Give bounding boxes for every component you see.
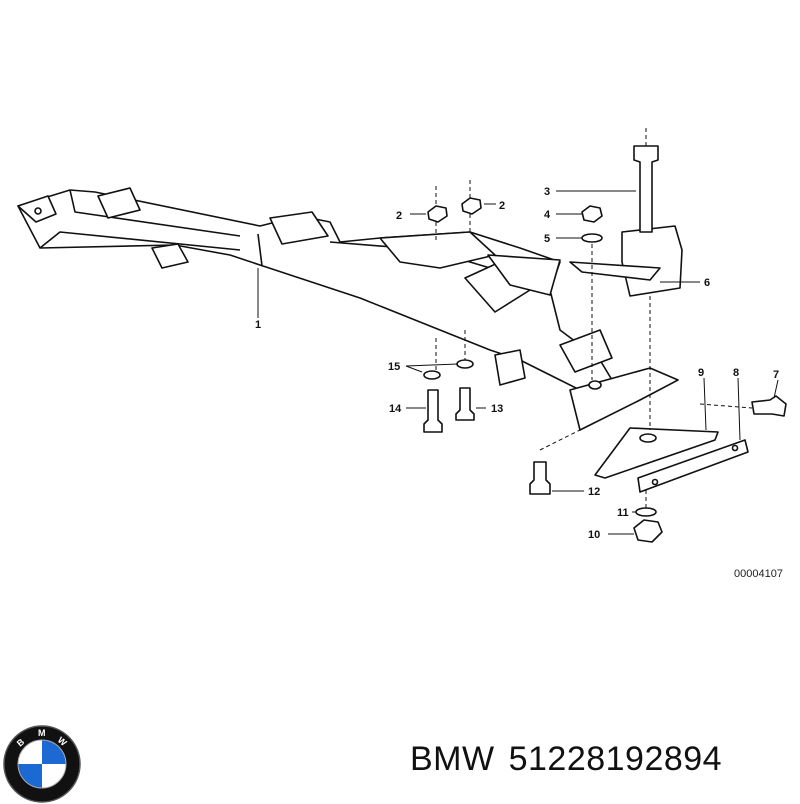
bmw-logo-letter-m: M: [38, 728, 46, 738]
label-part-7: 7: [773, 369, 779, 381]
label-part-2a: 2: [396, 210, 402, 222]
label-part-11: 11: [617, 507, 629, 519]
label-part-6: 6: [704, 277, 710, 289]
mount-part-6: [621, 225, 683, 297]
label-part-5: 5: [544, 233, 550, 245]
bolt-part-7: [751, 395, 787, 417]
bmw-logo-letter-b: B: [15, 736, 27, 748]
label-part-2b: 2: [499, 200, 505, 212]
plate-part-9: [594, 427, 719, 479]
label-part-1: 1: [255, 319, 261, 331]
brand-name: BMW: [410, 740, 495, 778]
bolt-part-3: [633, 145, 659, 233]
nut-part-4: [581, 205, 603, 223]
washer-part-11: [635, 507, 657, 517]
label-part-12: 12: [588, 486, 600, 498]
nut-part-2b: [461, 197, 482, 215]
strip-part-8: [637, 439, 749, 493]
washer-part-15a: [423, 370, 441, 380]
label-part-9: 9: [698, 367, 704, 379]
nut-part-10: [633, 519, 663, 543]
label-part-10: 10: [588, 529, 600, 541]
label-part-4: 4: [544, 209, 551, 221]
label-part-8: 8: [733, 367, 739, 379]
bolt-part-13: [455, 387, 475, 421]
bolt-part-14: [423, 389, 443, 433]
bmw-logo: B M W: [3, 725, 81, 803]
nut-part-2a: [427, 205, 448, 223]
label-part-14: 14: [389, 403, 402, 415]
footer-part-info: BMW 51228192894: [410, 740, 736, 779]
label-part-13: 13: [491, 403, 503, 415]
part-number: 51228192894: [508, 740, 723, 778]
washer-part-15b: [456, 359, 474, 369]
diagram-reference-code: 00004107: [734, 568, 783, 580]
label-part-15: 15: [388, 361, 400, 373]
label-part-3: 3: [544, 186, 550, 198]
washer-part-5: [581, 233, 603, 243]
bolt-part-12: [529, 461, 551, 495]
